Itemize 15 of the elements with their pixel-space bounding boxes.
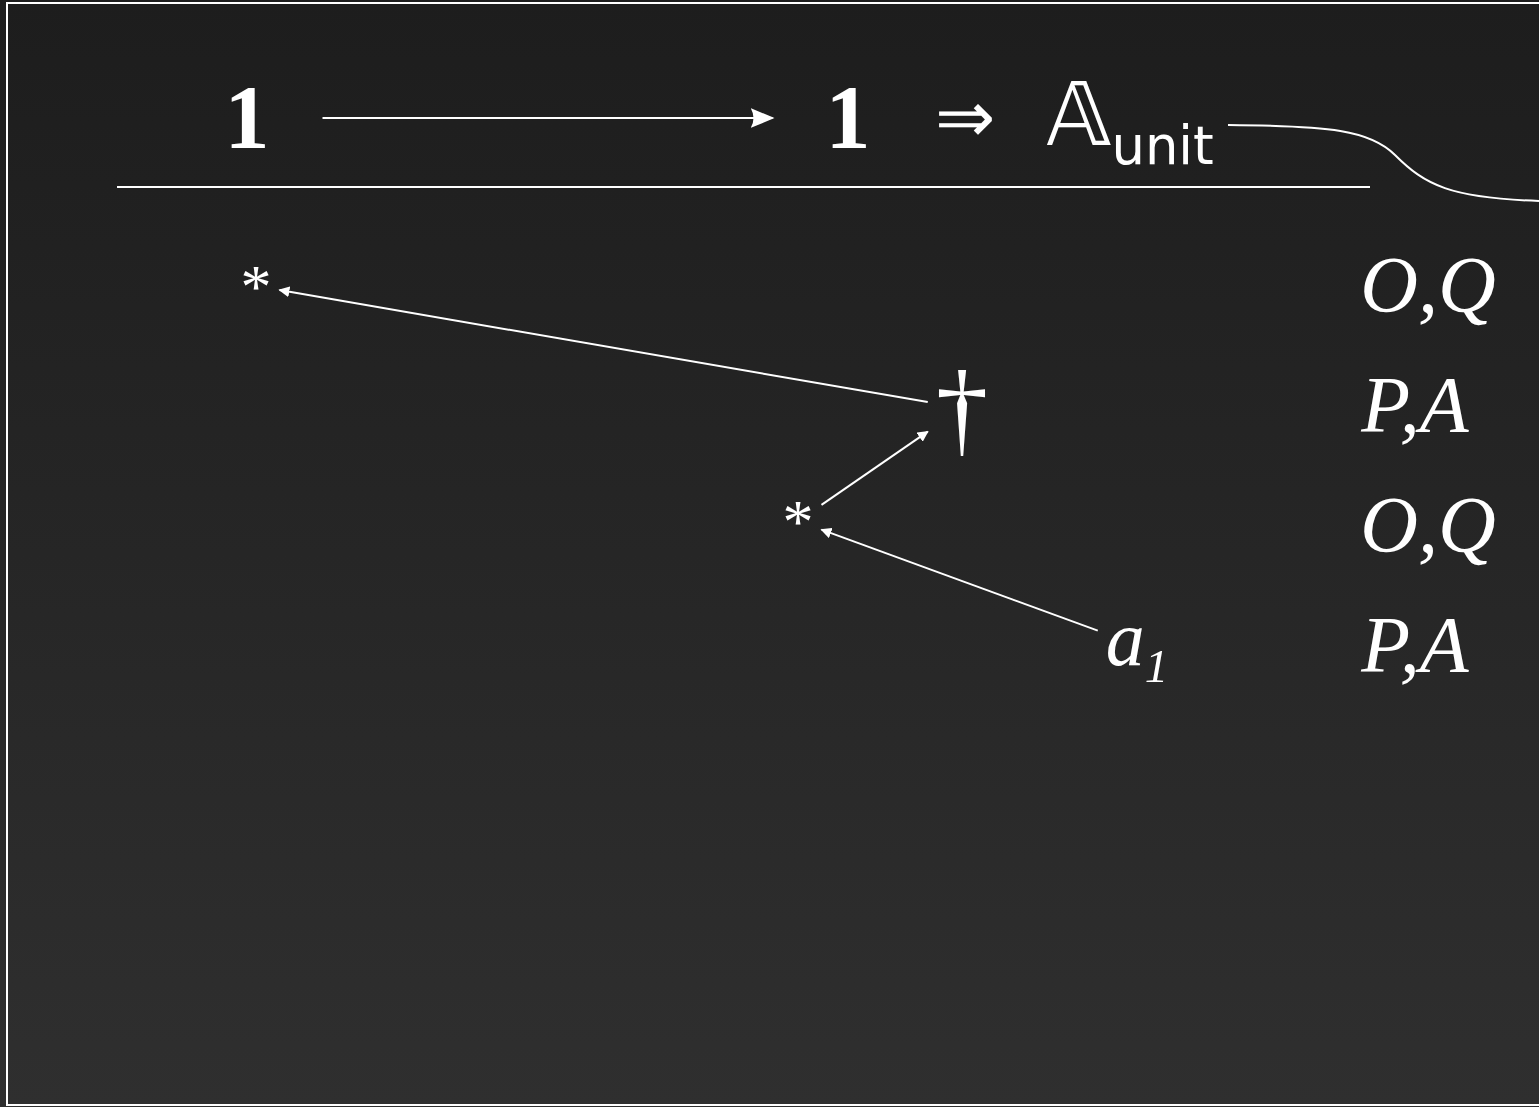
pair-label: O,Q [1360, 485, 1496, 565]
asterisk-symbol: * [782, 490, 814, 552]
numeral: 1 [825, 73, 871, 163]
numeral: 1 [224, 73, 270, 163]
asterisk-symbol: * [240, 255, 272, 317]
arrow [820, 527, 1099, 632]
pair-label: P,A [1361, 365, 1469, 445]
dagger-symbol: † [935, 355, 989, 461]
pair-label: O,Q [1360, 245, 1496, 325]
implies-symbol: ⇒ [935, 82, 995, 154]
arrow [820, 430, 929, 506]
variable-symbol: a$_{1}$ [1105, 600, 1169, 690]
pair-label: P,A [1361, 605, 1469, 685]
arrow [278, 286, 929, 404]
set-symbol: 𝔸$_{unit}$ [1046, 71, 1214, 173]
